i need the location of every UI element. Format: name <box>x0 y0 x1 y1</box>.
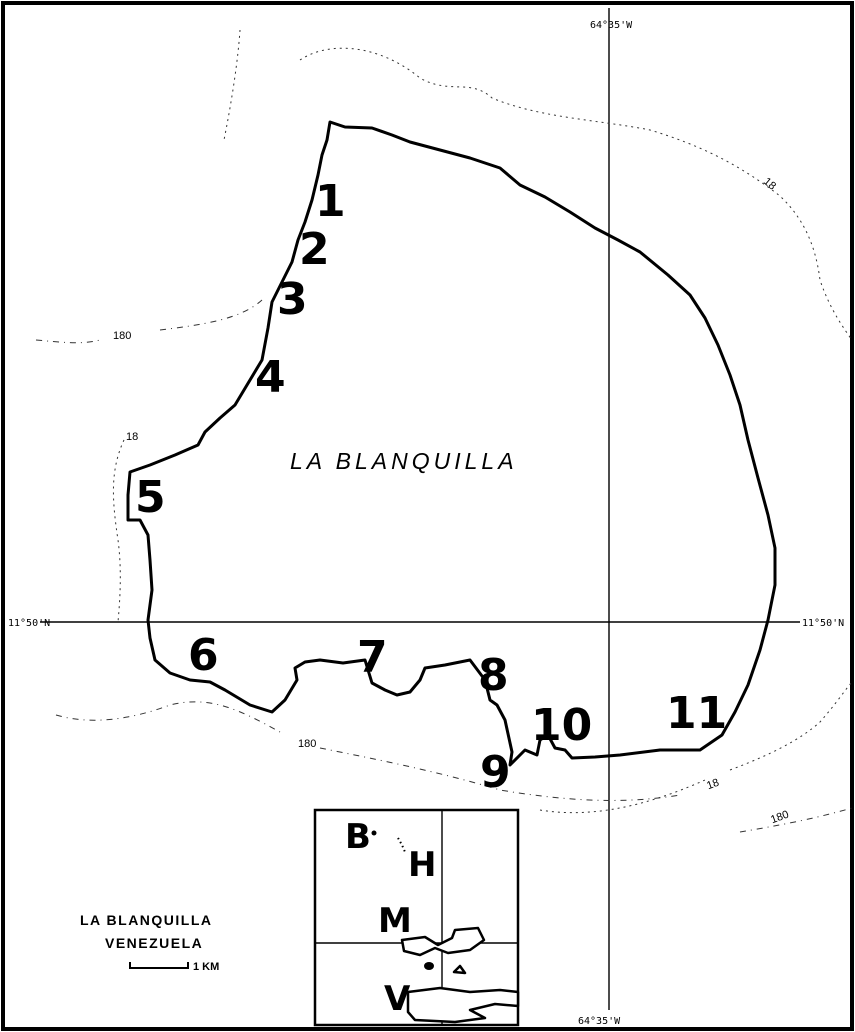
inset-venezuela-coast <box>406 986 520 1024</box>
depth-contour-180-southeast <box>739 807 853 833</box>
site-number: 1 <box>315 176 346 227</box>
inset-label-blanquilla: B <box>345 817 371 857</box>
depth-label: 180 <box>113 330 131 342</box>
longitude-label-bottom: 64°35'W <box>578 1016 621 1027</box>
longitude-label-top: 64°35'W <box>590 20 633 31</box>
depth-label: 18 <box>126 431 138 443</box>
site-number: 9 <box>480 747 511 798</box>
depth-label: 18 <box>705 777 721 792</box>
depth-contour-180-south <box>55 701 681 801</box>
latitude-label-right: 11°50'N <box>802 618 844 629</box>
map-caption-country: VENEZUELA <box>105 935 203 951</box>
site-number: 7 <box>357 632 388 683</box>
latitude-label-left: 11°50'N <box>8 618 50 629</box>
inset-margarita-island <box>400 926 486 957</box>
scale-bar <box>129 962 189 969</box>
inset-cubagua-islet <box>452 964 467 975</box>
depth-contour-18-north <box>223 29 853 341</box>
scale-label: 1 KM <box>193 961 219 973</box>
inset-blanquilla-dot <box>371 830 377 836</box>
inset-map: B H M V <box>313 808 520 1027</box>
site-number: 5 <box>135 472 166 523</box>
inset-label-venezuela: V <box>384 979 411 1019</box>
site-number: 6 <box>188 630 219 681</box>
island-coastline <box>126 120 777 767</box>
depth-label: 180 <box>769 809 790 827</box>
site-number: 3 <box>277 274 308 325</box>
island-name-label: LA BLANQUILLA <box>290 448 518 474</box>
site-number: 2 <box>299 224 330 275</box>
inset-coche-islet <box>424 962 434 970</box>
inset-label-hermanos: H <box>408 845 436 885</box>
map-caption-title: LA BLANQUILLA <box>80 912 213 928</box>
site-number: 10 <box>531 700 592 751</box>
inset-frame <box>313 808 520 1027</box>
site-number: 4 <box>255 352 286 403</box>
depth-contour-18-southeast <box>539 681 853 814</box>
depth-contour-18-west <box>112 439 125 623</box>
depth-label: 18 <box>761 176 778 193</box>
depth-contour-180-west <box>35 299 263 344</box>
site-number: 8 <box>478 650 509 701</box>
site-number: 11 <box>666 688 727 739</box>
inset-label-margarita: M <box>378 901 412 941</box>
depth-label: 180 <box>298 738 316 750</box>
